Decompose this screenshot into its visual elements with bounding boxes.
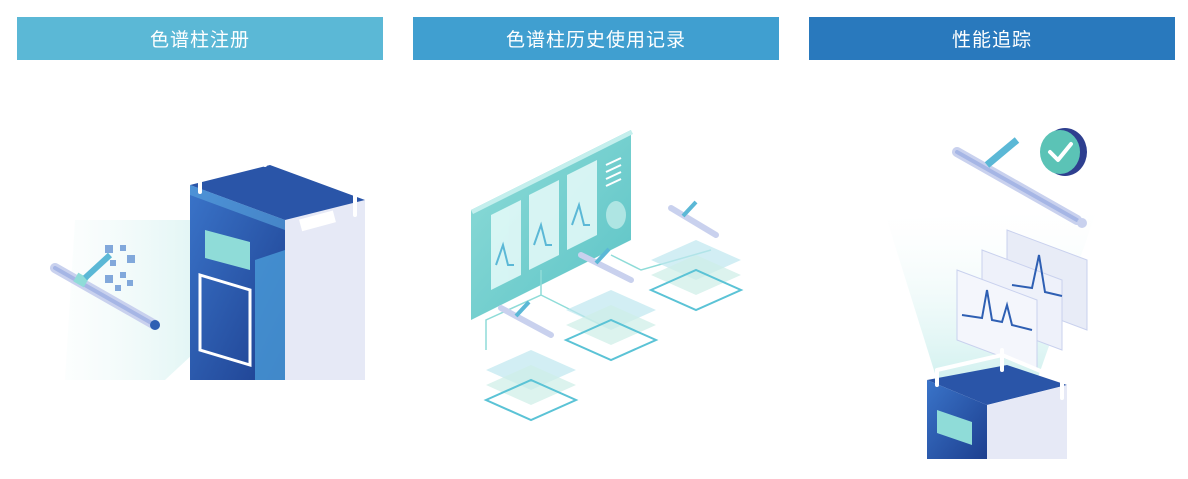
tab-performance-tracking[interactable]: 性能追踪	[809, 17, 1175, 60]
data-layers	[483, 240, 744, 422]
tab-column-usage-history[interactable]: 色谱柱历史使用记录	[413, 17, 779, 60]
tab-label: 性能追踪	[951, 29, 1032, 51]
column-registration-qr-scan-icon	[50, 144, 365, 380]
device-door	[198, 272, 252, 368]
column-usage-history-illustration	[411, 80, 781, 479]
device-top	[190, 165, 365, 220]
column-usage-history-dashboard-icon	[471, 130, 744, 422]
performance-tracking-illustration	[807, 80, 1177, 479]
chromatography-column-icon	[50, 252, 160, 330]
check-badge-icon	[1040, 128, 1087, 176]
column-markers	[498, 205, 719, 338]
device-screen	[205, 230, 250, 270]
tab-label: 色谱柱注册	[149, 29, 250, 51]
column-registration-illustration	[15, 80, 385, 479]
tab-label: 色谱柱历史使用记录	[505, 29, 686, 51]
performance-tracking-chromatogram-icon	[887, 128, 1097, 459]
chromatogram-cards	[956, 229, 1088, 371]
chromatography-column-icon	[952, 137, 1087, 228]
qr-code-icon	[105, 245, 135, 291]
tab-column-registration[interactable]: 色谱柱注册	[17, 17, 383, 60]
device-side	[285, 200, 365, 380]
